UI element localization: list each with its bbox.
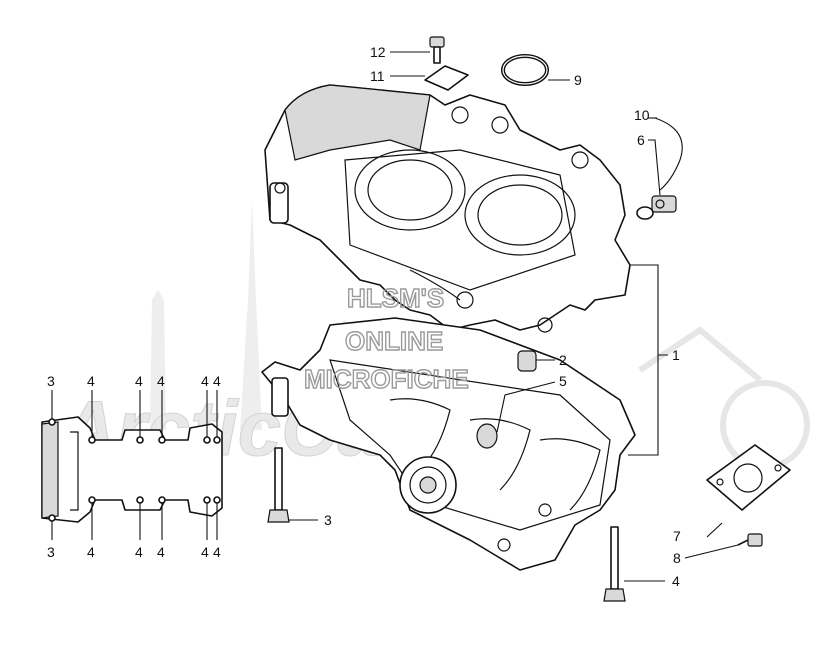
part-2-dowel [517, 350, 537, 372]
part-9-snap-ring [501, 54, 549, 86]
callout-2: 2 [559, 352, 567, 368]
inset-top-label: 3 [47, 373, 55, 389]
inset-bottom-label: 4 [213, 544, 221, 560]
callout-9: 9 [574, 72, 582, 88]
inset-bottom-labels: 3 4 4 4 4 4 [47, 544, 221, 560]
callout-5: 5 [559, 373, 567, 389]
watermark-line-3: MICROFICHE [304, 364, 469, 394]
part-11-clip [424, 65, 469, 91]
watermark-text: HLSM'S ONLINE MICROFICHE [303, 282, 469, 394]
part-8-bolt [737, 533, 763, 547]
inset-top-label: 4 [201, 373, 209, 389]
upper-crankcase [264, 84, 631, 333]
lower-crankcase [261, 317, 636, 571]
inset-bottom-label: 4 [87, 544, 95, 560]
part-4-long-bolt [603, 526, 626, 602]
part-10-line [654, 117, 683, 191]
watermark-line-1: HLSM'S [347, 283, 444, 313]
callout-8: 8 [673, 550, 681, 566]
callout-4: 4 [672, 573, 680, 589]
part-3-long-bolt [267, 447, 290, 523]
inset-top-label: 4 [213, 373, 221, 389]
inset-top-label: 4 [157, 373, 165, 389]
callout-12: 12 [370, 44, 386, 60]
callout-7: 7 [673, 528, 681, 544]
watermark-line-2: ONLINE [345, 326, 443, 356]
callout-6: 6 [637, 132, 645, 148]
inset-bottom-label: 4 [201, 544, 209, 560]
callout-3: 3 [324, 512, 332, 528]
leader-lines [288, 51, 739, 582]
part-12-bolt [429, 36, 445, 64]
callout-10: 10 [634, 107, 650, 123]
inset-bottom-label: 3 [47, 544, 55, 560]
inset-bottom-label: 4 [135, 544, 143, 560]
inset-bottom-label: 4 [157, 544, 165, 560]
callout-1-bracket [628, 264, 668, 456]
callout-11: 11 [370, 68, 385, 84]
inset-top-labels: 3 4 4 4 4 4 [47, 373, 221, 389]
part-6-bolt [636, 195, 677, 220]
part-7-gasket [706, 444, 791, 511]
sealant-pattern-inset [41, 390, 223, 540]
callout-1: 1 [672, 347, 680, 363]
callout-labels: 12 11 9 10 6 1 2 5 3 7 8 4 [324, 44, 681, 589]
inset-top-label: 4 [87, 373, 95, 389]
inset-top-label: 4 [135, 373, 143, 389]
part-5-bushing [476, 423, 498, 449]
